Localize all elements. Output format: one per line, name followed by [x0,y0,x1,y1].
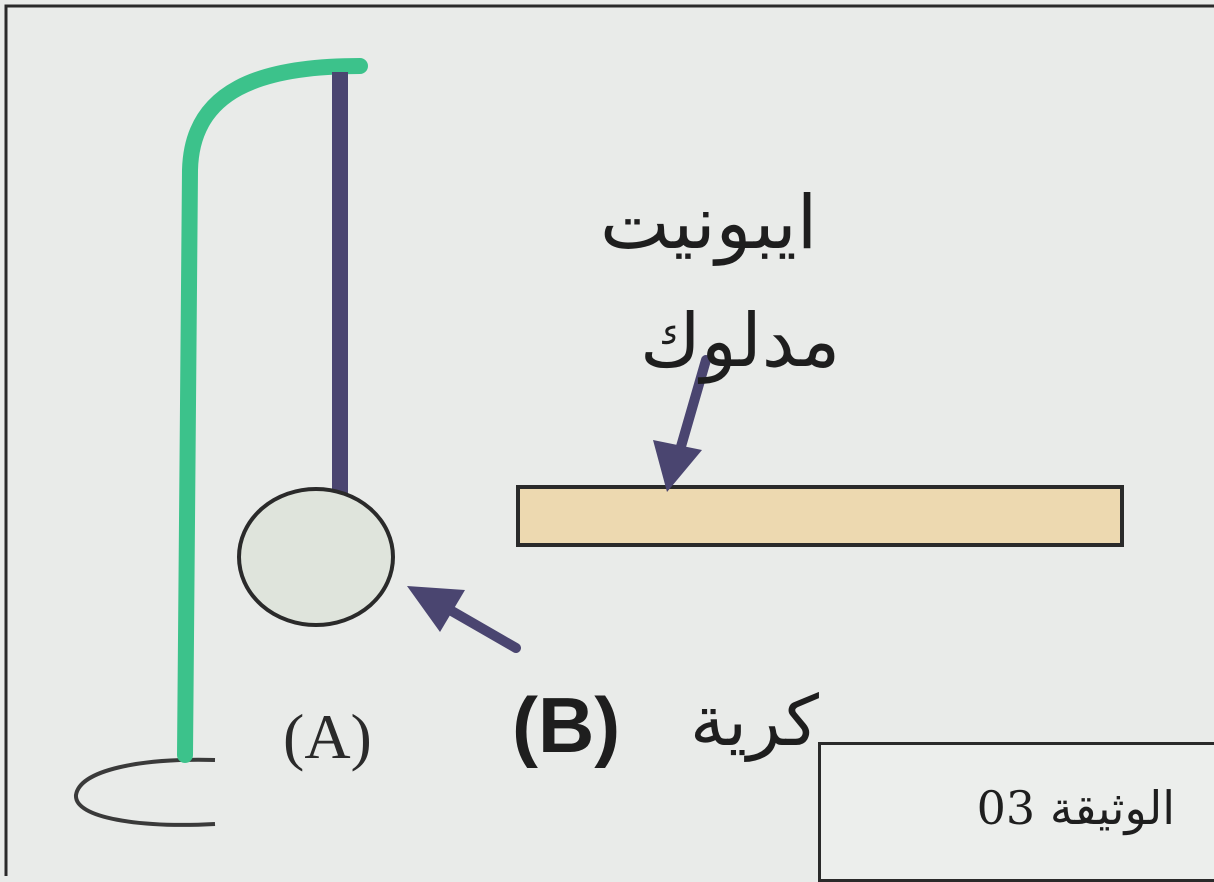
stand-base [74,757,216,827]
ebonite-label: ايبونيت [600,180,818,266]
ball-label: كرية [690,680,819,762]
rubbed-label: مدلوك [640,298,841,384]
ball-arrow-line [445,605,521,653]
rod-arrow-line [675,355,711,455]
ebonite-rod [516,485,1124,547]
rod-arrow-head [653,440,702,492]
pendulum-ball [237,487,395,627]
ball-arrow-head [407,586,465,632]
figure-frame [4,4,1214,876]
document-caption: الوثيقة 03 [976,781,1175,835]
document-caption-box: الوثيقة 03 [818,742,1214,882]
pendulum-stand [177,58,368,763]
pendulum-id-label: (A) [283,701,372,772]
ball-id-label: (B) [512,681,621,769]
